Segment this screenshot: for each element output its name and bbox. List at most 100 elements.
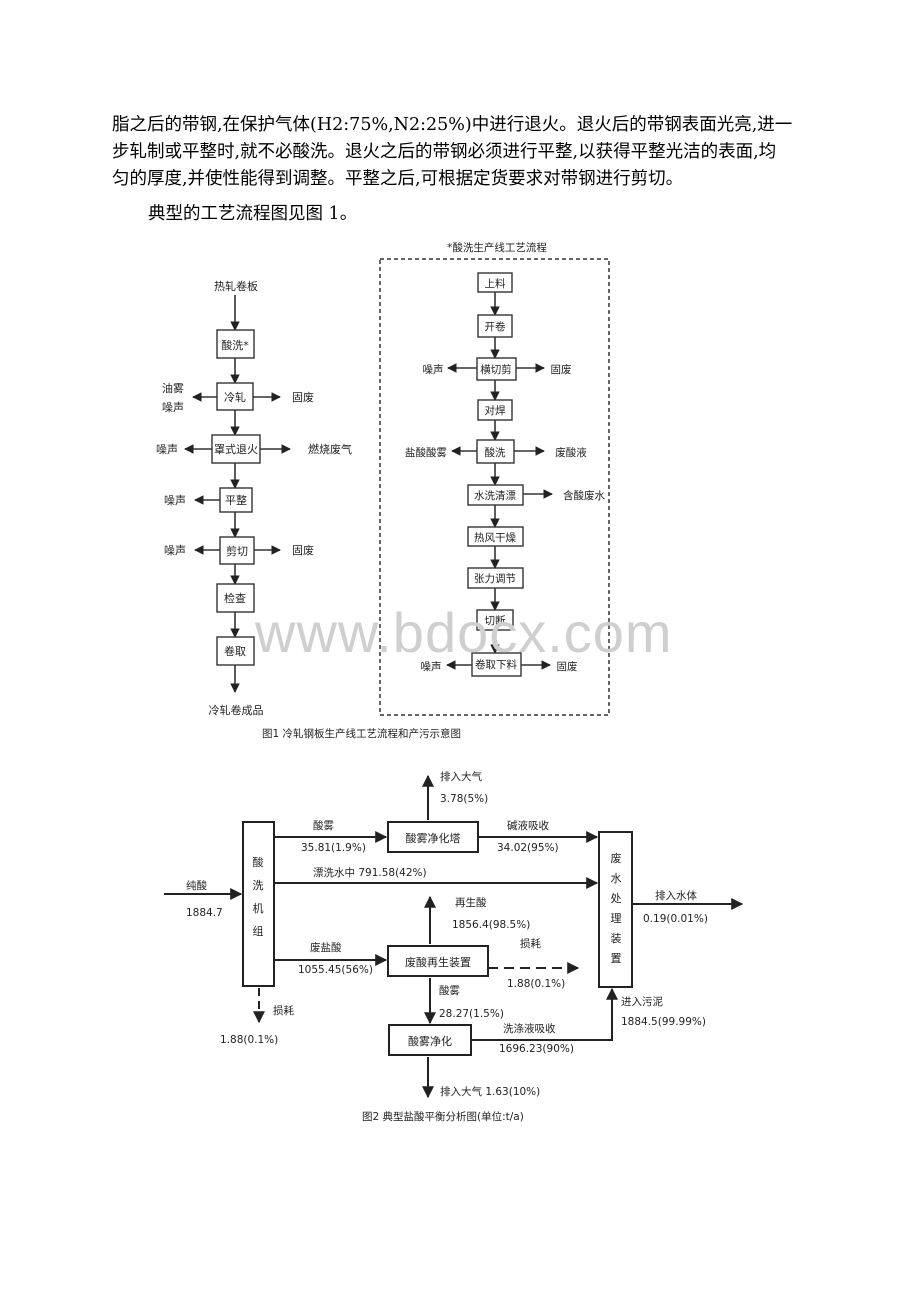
loss-left-label: 损耗	[273, 1004, 294, 1017]
pickling-line-arrows	[446, 292, 553, 670]
pickling-line-title: *酸洗生产线工艺流程	[447, 241, 547, 254]
figure1-caption: 图1 冷轧钢板生产线工艺流程和产污示意图	[262, 727, 461, 740]
flow-box-anneal	[211, 434, 261, 464]
pickling-step-label: 上料	[485, 277, 506, 290]
flow-box-cold-roll	[216, 382, 254, 411]
unit-char: 洗	[253, 879, 264, 892]
atm-bottom-label: 排入大气 1.63(10%)	[440, 1085, 540, 1098]
fig1-step-label: 检查	[224, 591, 246, 605]
pickling-output-label: 固废	[557, 660, 578, 673]
mist-label: 酸雾	[313, 819, 334, 832]
figure1-main-labels: 热轧卷板 酸洗* 冷轧 罩式退火 平整 剪切 检查 卷取 冷轧卷成品 油雾 噪声…	[156, 279, 352, 717]
pickling-step-label: 开卷	[485, 320, 506, 333]
fig1-step-label: 冷轧	[224, 390, 246, 404]
regen-unit-box	[387, 945, 489, 977]
watermark: www.bdocx.com	[255, 601, 673, 664]
pickling-line-labels: 上料 开卷 横切剪 对焊 酸洗 水洗清漂 热风干燥 张力调节 切断 卷取下料 噪…	[405, 277, 605, 673]
atm-top-label: 排入大气	[440, 770, 482, 783]
figure2-arrows	[164, 774, 744, 1099]
flow-box-flatten	[219, 487, 253, 513]
flow-box-pickling	[216, 329, 255, 359]
mist-purify-box	[388, 1024, 472, 1056]
pickling-step-label: 切断	[485, 614, 506, 627]
pickling-step-label: 酸洗	[485, 446, 506, 459]
alkali-value: 34.02(95%)	[497, 842, 559, 854]
input-label: 纯酸	[186, 879, 207, 892]
water-out-value: 0.19(0.01%)	[643, 913, 708, 925]
fig1-output-label: 噪声	[164, 543, 186, 557]
rinse-label: 漂洗水中 791.58(42%)	[313, 866, 427, 879]
pickling-output-label: 盐酸酸雾	[405, 446, 447, 459]
mist-value: 35.81(1.9%)	[301, 842, 366, 854]
pickling-output-label: 废酸液	[555, 446, 587, 459]
input-value: 1884.7	[186, 907, 223, 919]
fig1-step-label: 平整	[225, 493, 247, 507]
mist-tower-box	[387, 821, 479, 853]
treatment-char: 废	[611, 851, 622, 865]
figure1-main-boxes	[211, 329, 261, 666]
treatment-char: 装	[611, 932, 622, 945]
fig1-output-label: 噪声	[162, 400, 184, 414]
fig1-output-label: 燃烧废气	[308, 442, 352, 456]
pickling-output-label: 噪声	[423, 363, 444, 376]
waste-acid-value: 1055.45(56%)	[298, 964, 373, 976]
fig1-step-label: 剪切	[226, 544, 248, 558]
figure2-boxes	[242, 821, 633, 1056]
pickling-line-frame	[379, 258, 610, 716]
pickling-output-label: 噪声	[421, 660, 442, 673]
fig1-output-label: 噪声	[164, 493, 186, 507]
treatment-char: 理	[611, 912, 622, 925]
paragraph-line-2: 步轧制或平整时,就不必酸洗。退火之后的带钢必须进行平整,以获得平整光洁的表面,均	[112, 142, 777, 162]
figure2-flow-labels: 纯酸 1884.7 酸雾 35.81(1.9%) 排入大气 3.78(5%) 碱…	[186, 770, 708, 1098]
regen-acid-label: 再生酸	[455, 896, 487, 909]
wash-value: 1696.23(90%)	[499, 1043, 574, 1055]
pickling-step-label: 水洗清漂	[474, 489, 516, 502]
waste-acid-label: 废盐酸	[310, 941, 342, 954]
mist-tower-label: 酸雾净化塔	[406, 831, 461, 845]
flow-box-cut	[219, 536, 255, 565]
regen-mist-value: 28.27(1.5%)	[439, 1008, 504, 1020]
figure1-main-flow	[184, 295, 291, 693]
fig1-output-label: 固废	[292, 390, 314, 404]
fig1-output-label: 固废	[292, 543, 314, 557]
alkali-label: 碱液吸收	[507, 819, 549, 832]
treatment-char: 水	[611, 872, 622, 885]
sludge-label: 进入污泥	[621, 995, 663, 1008]
pickling-step-label: 热风干燥	[474, 531, 516, 544]
fig1-output-label: 油雾	[162, 381, 184, 395]
fig1-step-label: 罩式退火	[214, 443, 258, 456]
loss-right-label: 损耗	[520, 937, 541, 950]
regen-mist-label: 酸雾	[439, 984, 460, 997]
fig1-end-label: 冷轧卷成品	[209, 703, 264, 717]
pickling-step-label: 卷取下料	[475, 658, 517, 671]
treatment-char: 置	[611, 952, 622, 965]
flow-box-inspect	[216, 583, 255, 613]
regen-acid-value: 1856.4(98.5%)	[452, 919, 530, 931]
pickling-output-label: 固废	[551, 363, 572, 376]
acid-washing-unit-box	[242, 821, 275, 987]
pickling-step-label: 横切剪	[480, 363, 512, 376]
fig1-step-label: 酸洗*	[221, 338, 249, 352]
loss-right-value: 1.88(0.1%)	[507, 978, 565, 990]
paragraph-line-1: 脂之后的带钢,在保护气体(H2:75%,N2:25%)中进行退火。退火后的带钢表…	[112, 115, 793, 135]
flow-box-coil	[216, 636, 255, 666]
unit-char: 机	[253, 901, 264, 915]
figure2-caption: 图2 典型盐酸平衡分析图(单位:t/a)	[362, 1110, 524, 1123]
pickling-line-boxes	[467, 272, 524, 677]
wash-label: 洗涤液吸收	[503, 1022, 556, 1035]
water-out-label: 排入水体	[655, 889, 697, 902]
pickling-step-label: 对焊	[485, 404, 506, 417]
treatment-char: 处	[611, 892, 622, 905]
unit-char: 组	[253, 924, 264, 938]
paragraph-line-3: 匀的厚度,并使性能得到调整。平整之后,可根据定货要求对带钢进行剪切。	[112, 169, 684, 189]
pickling-step-label: 张力调节	[474, 572, 516, 585]
pickling-output-label: 含酸废水	[563, 489, 605, 502]
fig1-step-label: 卷取	[224, 644, 246, 658]
unit-char: 酸	[253, 855, 264, 869]
fig1-output-label: 噪声	[156, 442, 178, 456]
sludge-value: 1884.5(99.99%)	[621, 1016, 706, 1028]
fig1-start-label: 热轧卷板	[214, 279, 258, 293]
paragraph-figure-reference: 典型的工艺流程图见图 1。	[148, 204, 358, 224]
regen-unit-label: 废酸再生装置	[405, 955, 471, 969]
